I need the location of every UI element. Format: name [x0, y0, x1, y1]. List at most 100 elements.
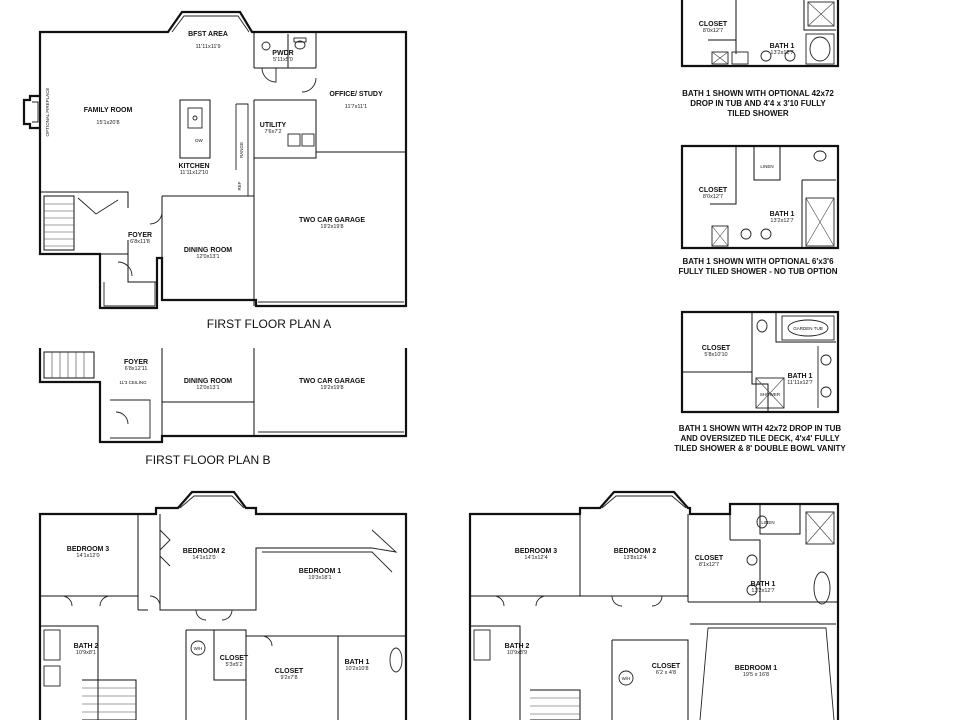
- room-label-bath2-a: BATH 2: [74, 643, 99, 650]
- room-dim-bedroom2-a: 14'1x12'0: [192, 555, 215, 561]
- room-dim-bedroom2-b: 13'8x12'4: [623, 555, 646, 561]
- room-label-bedroom3-b: BEDROOM 3: [515, 548, 558, 555]
- sink-icon: [261, 41, 271, 51]
- bath-option-2: LINEN CLOSET 8'0x12'7 BATH 1 13'2x12'7 B…: [678, 144, 840, 276]
- room-label-office: OFFICE/ STUDY: [329, 91, 383, 98]
- water-heater-label-a: W/H: [194, 646, 203, 651]
- sink-icon: [746, 584, 758, 596]
- shower-label-opt3: SHOWER: [760, 392, 781, 397]
- room-label-closet-b2: CLOSET: [652, 663, 681, 670]
- dishwasher-label: DW: [195, 138, 203, 143]
- water-heater-label-b: W/H: [622, 676, 631, 681]
- room-dim-foyer: 6'8x11'8: [130, 239, 150, 245]
- room-label-bath1-a: BATH 1: [345, 659, 370, 666]
- room-dim-closet-opt2: 8'0x12'7: [703, 194, 723, 200]
- room-dim-bfst: 11'11x11'9: [195, 44, 220, 50]
- tub-icon: [805, 33, 835, 65]
- shower-icon: [805, 197, 835, 247]
- room-dim-bath-opt3: 11'11x12'7: [787, 380, 812, 386]
- room-dim-bath-opt1: 13'2x12'7: [770, 50, 793, 56]
- linen-label-b: LINEN: [761, 520, 774, 525]
- garden-tub-label: GARDEN TUB: [793, 326, 822, 331]
- room-label-foyer-b: FOYER: [124, 359, 148, 366]
- sink-icon: [820, 386, 832, 398]
- toilet-icon: [813, 150, 827, 162]
- room-dim-garage-b: 19'2x19'8: [320, 385, 343, 391]
- fireplace-label: OPTIONAL FIREPLACE: [45, 88, 50, 137]
- plan-title-first-floor-a: FIRST FLOOR PLAN A: [207, 317, 331, 331]
- room-label-closet-opt1: CLOSET: [699, 21, 728, 28]
- sink-icon: [784, 50, 796, 62]
- room-dim-utility: 7'6x7'2: [264, 129, 281, 135]
- room-dim-dining: 12'0x13'1: [196, 254, 219, 260]
- room-dim-office: 11'7x11'1: [345, 104, 367, 110]
- room-dim-bath1-a: 10'2x10'8: [345, 666, 368, 672]
- room-dim-kitchen: 11'11x12'10: [180, 170, 209, 176]
- room-label-garage-b: TWO CAR GARAGE: [299, 378, 365, 385]
- room-label-closet-opt2: CLOSET: [699, 187, 728, 194]
- room-label-bedroom3-a: BEDROOM 3: [67, 546, 110, 553]
- room-label-bath2-b: BATH 2: [505, 643, 530, 650]
- room-dim-dining-b: 12'0x13'1: [196, 385, 219, 391]
- room-label-family: FAMILY ROOM: [84, 107, 133, 114]
- room-dim-bath2-a: 10'9x8'1: [76, 650, 96, 656]
- room-dim-closet-a1: 5'3x5'2: [225, 662, 242, 668]
- bath-option-3: GARDEN TUB SHOWER CLOSET 5'8x10'10 BATH …: [674, 310, 846, 453]
- room-dim-closet-b2: 6'2 x 4'8: [656, 670, 676, 676]
- sink-icon: [746, 554, 758, 566]
- room-dim-foyer-b: 6'8x12'11: [125, 366, 148, 372]
- dryer-icon: [301, 133, 315, 147]
- shower-icon: [805, 511, 835, 545]
- first-floor-plan-a: BFST AREA 11'11x11'9 PWDR 5'11x5'0 OFFIC…: [22, 10, 408, 331]
- room-label-closet-b1: CLOSET: [695, 555, 724, 562]
- room-dim-pwdr: 5'11x5'0: [273, 57, 293, 63]
- range-label: RANGE: [239, 142, 244, 158]
- second-floor-plan-a: BEDROOM 3 14'1x12'0 BEDROOM 2 14'1x12'0 …: [38, 490, 408, 720]
- toilet-icon: [293, 37, 307, 50]
- room-label-bedroom2-a: BEDROOM 2: [183, 548, 226, 555]
- tub-icon: [473, 629, 491, 661]
- room-label-bath-opt2: BATH 1: [770, 211, 795, 218]
- ref-label: REF: [237, 181, 242, 190]
- first-floor-plan-b: FOYER 6'8x12'11 11'3 CEILING DINING ROOM…: [38, 348, 408, 467]
- room-dim-bedroom1-a: 19'3x18'1: [308, 575, 331, 581]
- stairs-icon: [43, 195, 119, 251]
- room-label-garage: TWO CAR GARAGE: [299, 217, 365, 224]
- plan-title-first-floor-b: FIRST FLOOR PLAN B: [145, 453, 270, 467]
- room-dim-bedroom3-a: 14'1x12'0: [76, 553, 99, 559]
- stairs-icon: [530, 689, 581, 720]
- room-label-closet-a1: CLOSET: [220, 655, 249, 662]
- room-dim-bedroom1-b: 19'5 x 16'8: [743, 672, 769, 678]
- room-label-bath-opt3: BATH 1: [788, 373, 813, 380]
- bath-option-1: CLOSET 8'0x12'7 BATH 1 13'2x12'7 BATH 1 …: [680, 0, 840, 118]
- water-heater-icon: [190, 640, 206, 656]
- shower-icon: [755, 377, 785, 409]
- room-label-closet-opt3: CLOSET: [702, 345, 731, 352]
- room-label-kitchen: KITCHEN: [178, 163, 209, 170]
- washer-icon: [287, 133, 301, 147]
- tub-icon: [389, 647, 403, 673]
- second-floor-plan-b: BEDROOM 3 14'1x12'4 BEDROOM 2 13'8x12'4 …: [468, 490, 840, 720]
- sink-icon: [760, 228, 772, 240]
- water-heater-icon: [618, 670, 634, 686]
- shower-icon: [807, 1, 835, 27]
- garden-tub-icon: [781, 315, 835, 341]
- room-label-bath-opt1: BATH 1: [770, 43, 795, 50]
- linen-label-opt2: LINEN: [760, 164, 773, 169]
- sink-icon: [820, 354, 832, 366]
- ceiling-note-b: 11'3 CEILING: [119, 380, 147, 385]
- room-label-bath1-b: BATH 1: [751, 581, 776, 588]
- tub-icon: [813, 571, 831, 605]
- room-dim-bath-opt2: 13'2x12'7: [770, 218, 793, 224]
- room-dim-closet-opt1: 8'0x12'7: [703, 28, 723, 34]
- toilet-icon: [756, 319, 768, 333]
- room-dim-bath1-b: 13'2x12'7: [751, 588, 774, 594]
- room-label-bedroom2-b: BEDROOM 2: [614, 548, 657, 555]
- room-label-bedroom1-b: BEDROOM 1: [735, 665, 778, 672]
- room-dim-bath2-b: 10'9x8'9: [507, 650, 527, 656]
- room-dim-garage: 19'2x19'8: [320, 224, 343, 230]
